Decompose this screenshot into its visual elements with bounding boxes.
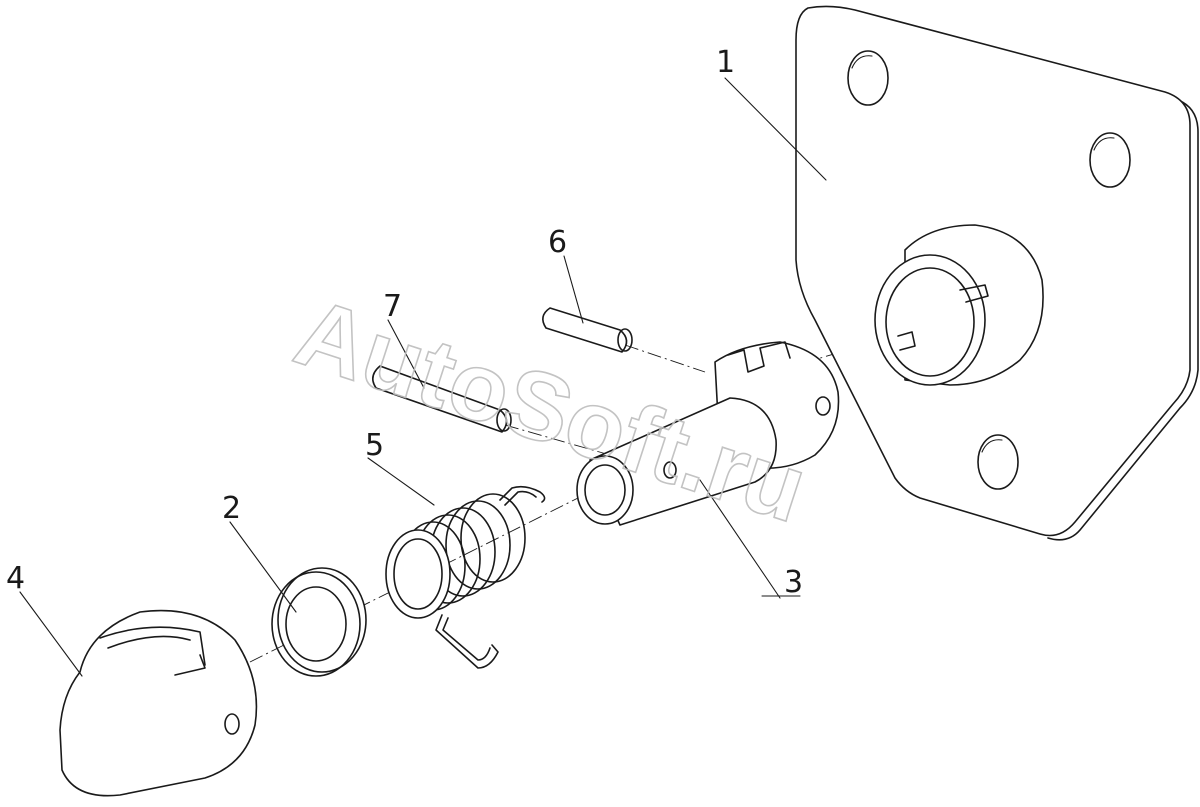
callout-7: 7 <box>383 289 402 324</box>
part-1-mounting-plate <box>795 5 1199 541</box>
part-2-washer <box>271 567 367 677</box>
part-5-spring <box>385 485 546 669</box>
callout-3: 3 <box>784 565 803 600</box>
callout-2: 2 <box>222 491 241 526</box>
callout-4: 4 <box>6 561 25 596</box>
leader-lines <box>19 77 827 677</box>
part-3-shaft <box>576 341 840 526</box>
callout-numbers: 1 6 7 5 2 4 3 <box>6 45 803 600</box>
part-4-cap <box>59 609 258 797</box>
part-6-short-pin <box>542 307 633 353</box>
callout-1: 1 <box>716 45 735 80</box>
callout-6: 6 <box>548 225 567 260</box>
callout-5: 5 <box>365 428 384 463</box>
part-7-long-pin <box>372 365 512 433</box>
